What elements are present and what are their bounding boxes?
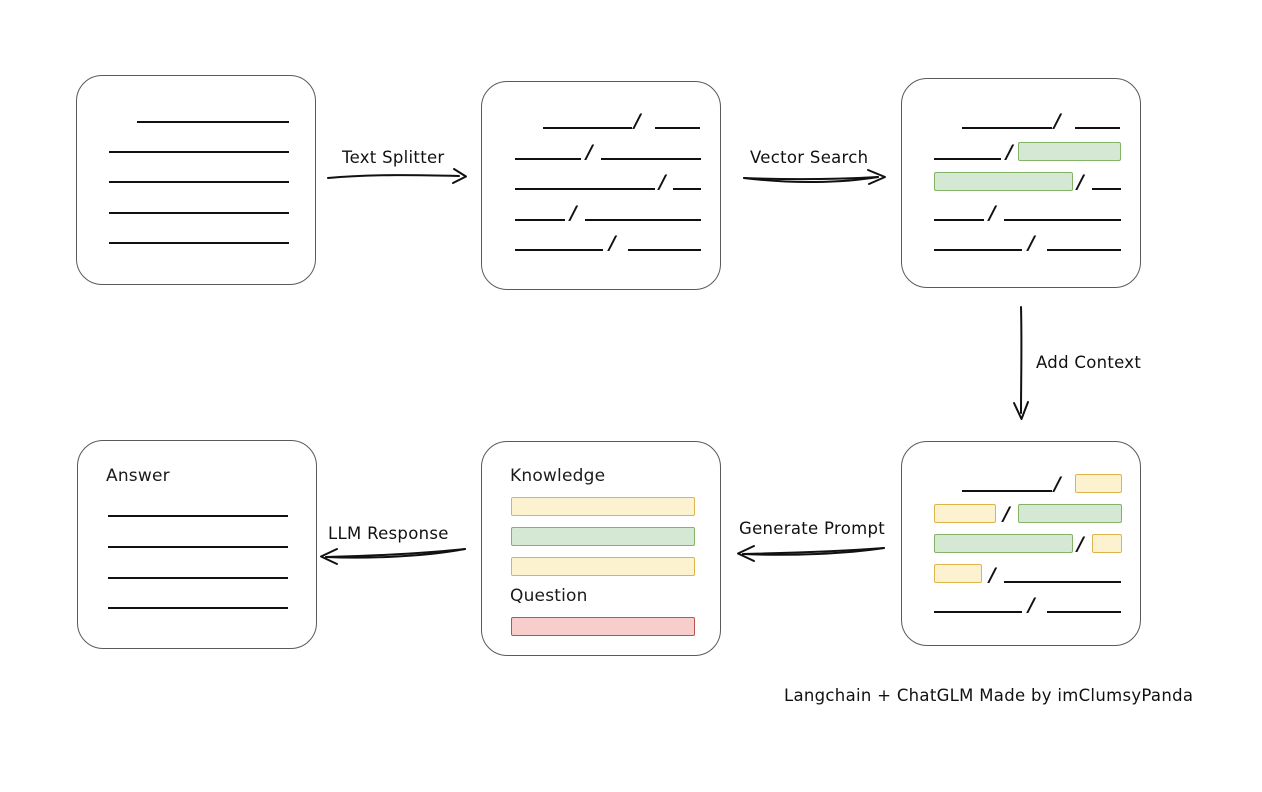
edge-label-vector-search: Vector Search — [750, 148, 869, 167]
knowledge-heading: Knowledge — [510, 466, 606, 486]
slash-1: / — [634, 110, 641, 132]
ctx-line-1a — [962, 490, 1052, 492]
slash-5: / — [609, 232, 616, 254]
edge-llm-response — [318, 543, 468, 571]
ctx-chunk-yellow-2 — [934, 504, 996, 523]
match-line-5b — [1047, 249, 1121, 251]
edge-add-context — [1008, 305, 1038, 423]
match-line-1b — [1075, 127, 1120, 129]
chunk-line-3a — [515, 188, 655, 190]
question-chip — [511, 617, 695, 636]
chunk-line-4a — [515, 219, 565, 221]
chunk-line-2b — [601, 158, 701, 160]
prompt-context-box[interactable]: / / / / / — [901, 441, 1141, 646]
answer-line-4 — [108, 607, 288, 609]
answer-heading: Answer — [106, 466, 170, 486]
answer-line-2 — [108, 546, 288, 548]
chunk-line-5b — [628, 249, 701, 251]
chunk-line-2a — [515, 158, 581, 160]
slash-m3: / — [1077, 171, 1084, 193]
edge-label-llm-response: LLM Response — [328, 524, 449, 543]
slash-c3: / — [1077, 533, 1084, 555]
knowledge-chip-2 — [511, 527, 695, 546]
slash-3: / — [659, 171, 666, 193]
slash-2: / — [586, 141, 593, 163]
edge-generate-prompt — [735, 540, 887, 568]
edge-text-splitter — [326, 160, 471, 190]
split-chunks-box[interactable]: / / / / / — [481, 81, 721, 290]
match-line-2a — [934, 158, 1001, 160]
doc-line-2 — [109, 151, 289, 153]
ctx-line-4b — [1004, 581, 1121, 583]
ctx-chunk-green-2 — [934, 534, 1073, 553]
slash-c5: / — [1028, 594, 1035, 616]
question-heading: Question — [510, 586, 588, 606]
doc-line-5 — [109, 242, 289, 244]
slash-c2: / — [1003, 503, 1010, 525]
matched-chunk-green-1 — [1018, 142, 1121, 161]
edge-label-generate-prompt: Generate Prompt — [739, 519, 885, 538]
edge-vector-search — [742, 162, 890, 192]
generate-prompt-arrow — [737, 545, 885, 562]
prompt-box[interactable]: Knowledge Question — [481, 441, 721, 656]
slash-m4: / — [989, 202, 996, 224]
edge-label-add-context: Add Context — [1036, 353, 1142, 372]
chunk-line-1b — [655, 127, 700, 129]
chunk-line-3b — [673, 188, 701, 190]
matched-chunks-box[interactable]: / / / / / — [901, 78, 1141, 288]
match-line-3b — [1092, 188, 1121, 190]
vector-search-arrow — [743, 169, 886, 185]
chunk-line-4b — [585, 219, 701, 221]
doc-line-3 — [109, 181, 289, 183]
llm-response-arrow — [320, 548, 466, 565]
ctx-chunk-yellow-1 — [1075, 474, 1122, 493]
knowledge-chip-1 — [511, 497, 695, 516]
slash-c1: / — [1054, 473, 1061, 495]
answer-box[interactable]: Answer — [77, 440, 317, 649]
slash-m1: / — [1054, 110, 1061, 132]
chunk-line-5a — [515, 249, 603, 251]
doc-line-4 — [109, 212, 289, 214]
answer-line-3 — [108, 577, 288, 579]
ctx-line-5a — [934, 611, 1022, 613]
knowledge-chip-3 — [511, 557, 695, 576]
match-line-4b — [1004, 219, 1121, 221]
edge-label-text-splitter: Text Splitter — [342, 148, 445, 167]
match-line-1a — [962, 127, 1052, 129]
slash-c4: / — [989, 564, 996, 586]
ctx-chunk-yellow-4 — [934, 564, 982, 583]
chunk-line-1a — [543, 127, 632, 129]
source-document-box[interactable] — [76, 75, 316, 285]
match-line-5a — [934, 249, 1022, 251]
ctx-line-5b — [1047, 611, 1121, 613]
slash-m5: / — [1028, 232, 1035, 254]
ctx-chunk-yellow-3 — [1092, 534, 1122, 553]
slash-4: / — [570, 202, 577, 224]
slash-m2: / — [1006, 141, 1013, 163]
add-context-arrow — [1013, 306, 1029, 420]
footer-credit: Langchain + ChatGLM Made by imClumsyPand… — [784, 686, 1194, 705]
ctx-chunk-green-1 — [1018, 504, 1122, 523]
match-line-4a — [934, 219, 984, 221]
text-splitter-arrow — [327, 168, 467, 184]
answer-line-1 — [108, 515, 288, 517]
matched-chunk-green-2 — [934, 172, 1073, 191]
doc-line-1 — [137, 121, 289, 123]
